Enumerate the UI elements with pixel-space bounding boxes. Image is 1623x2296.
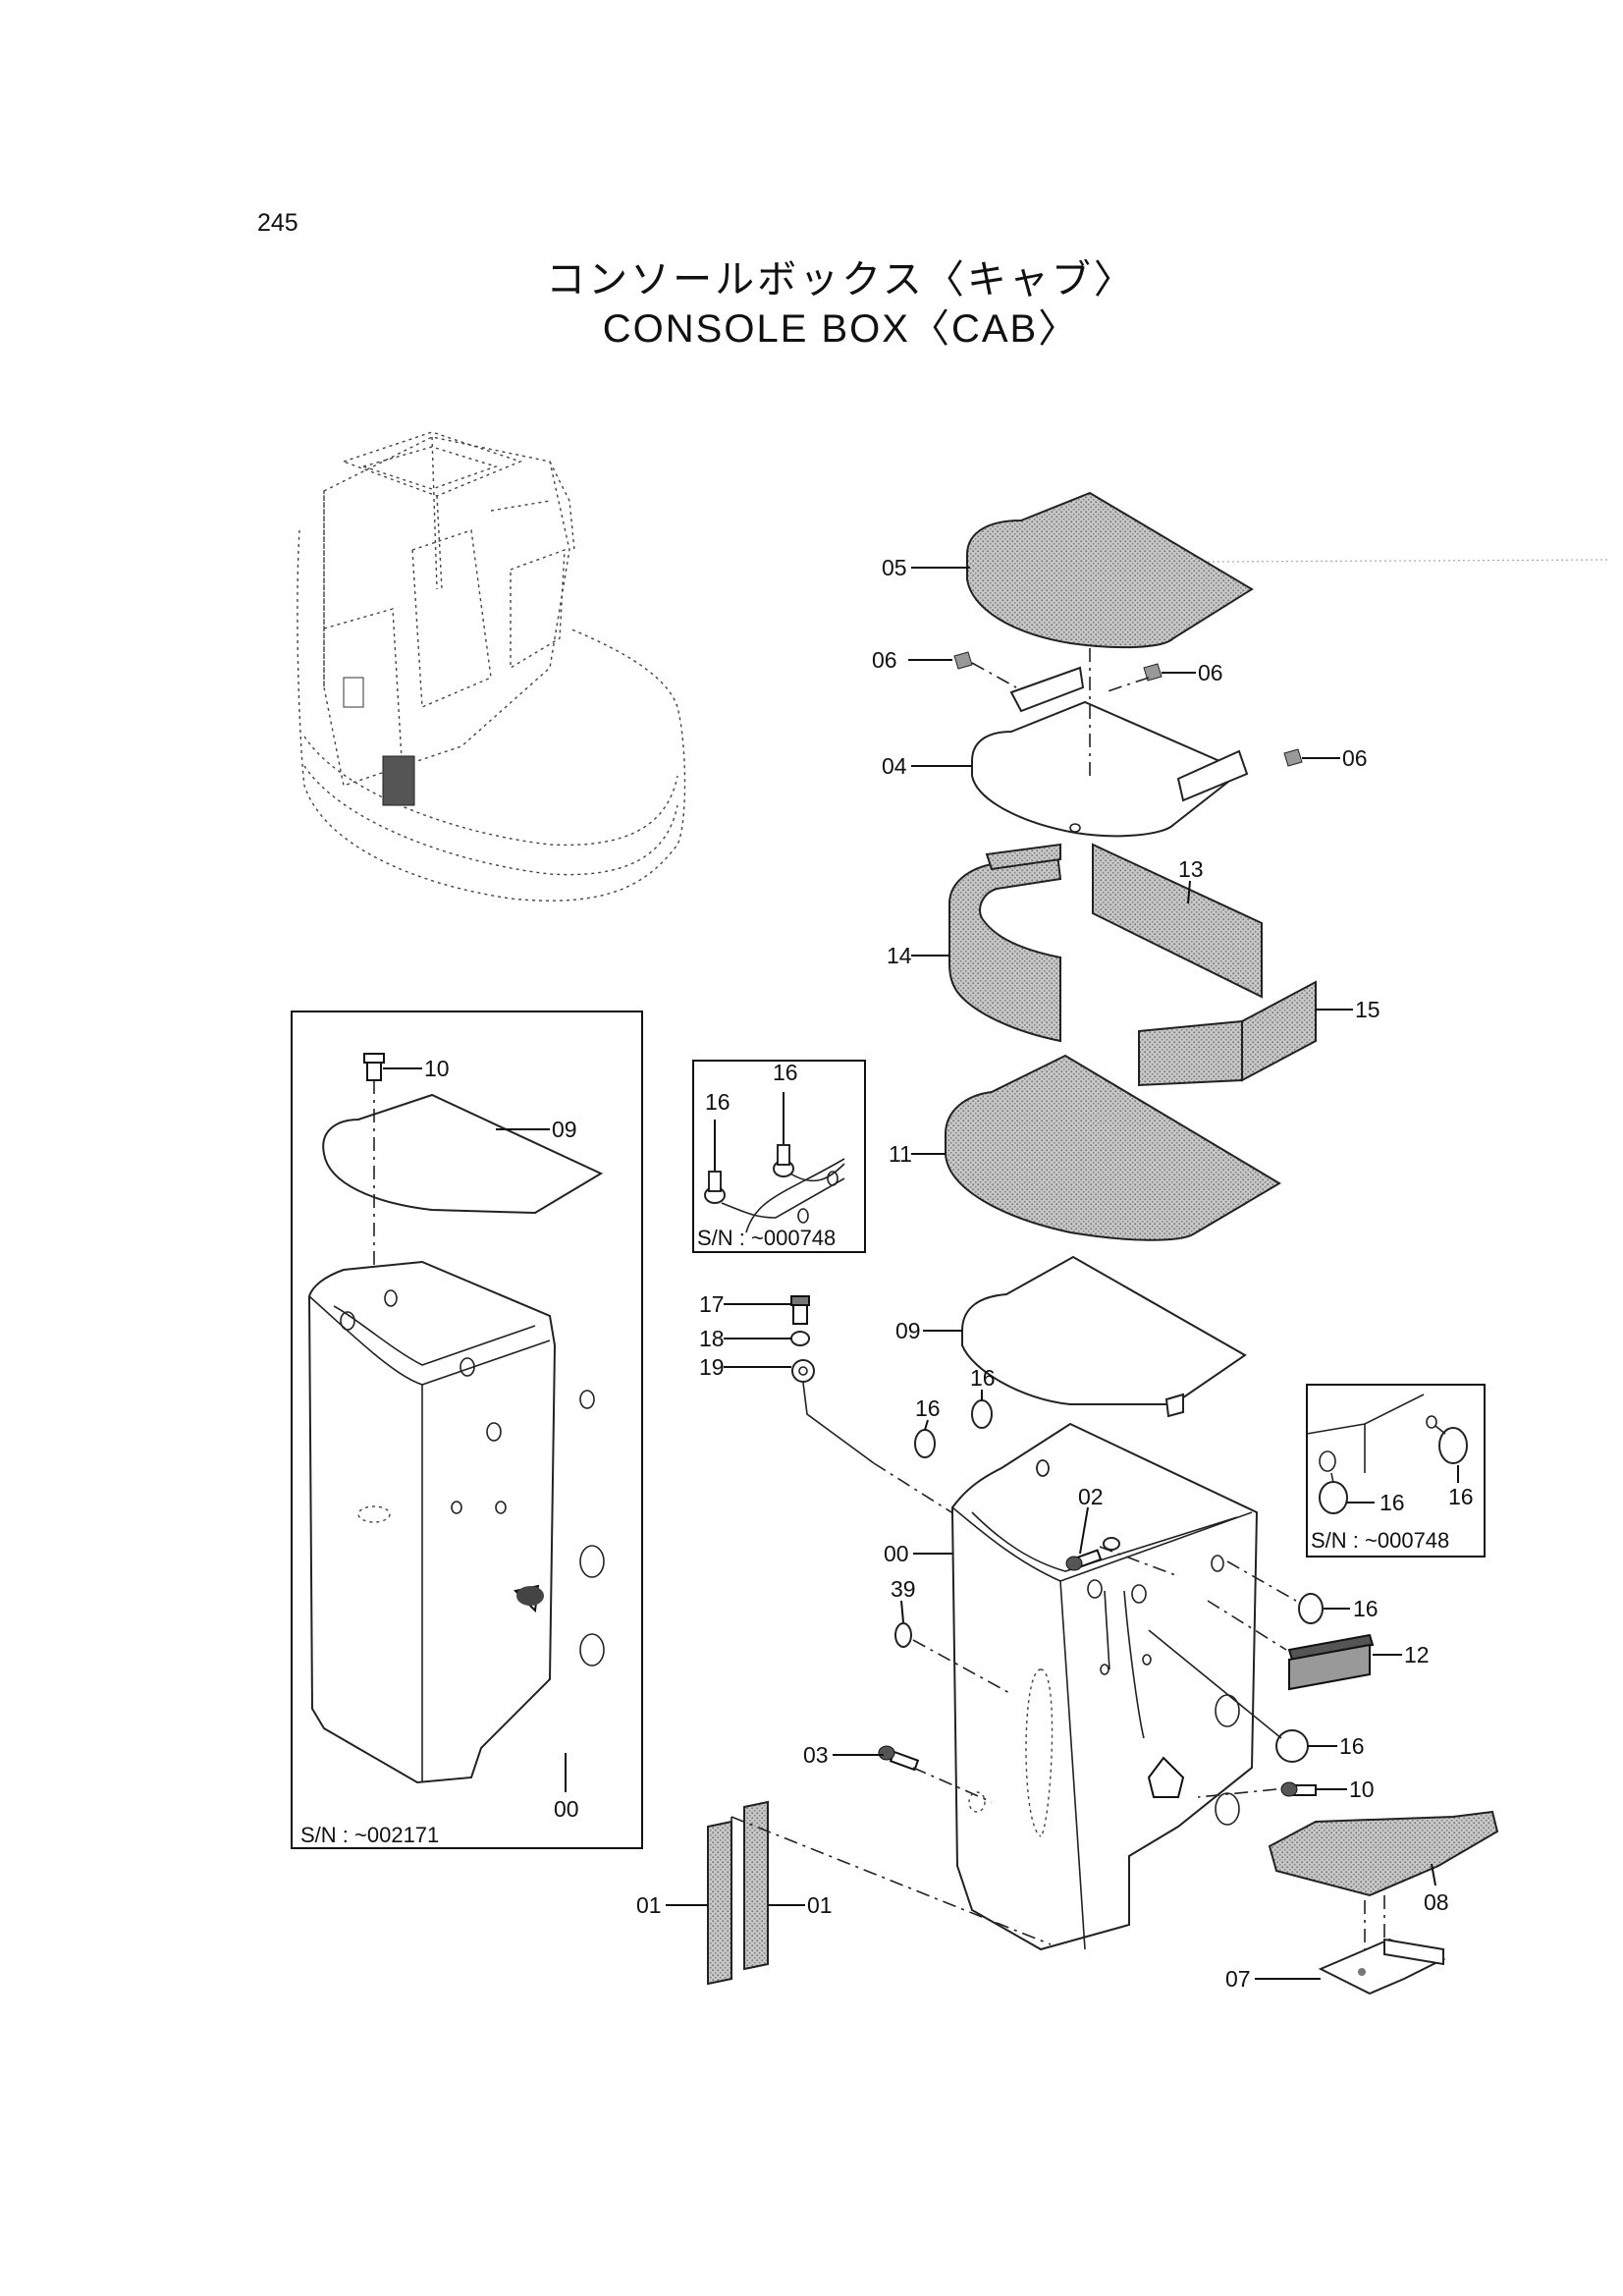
- inset-left: [291, 1011, 643, 1849]
- callout-12: 12: [1404, 1642, 1430, 1667]
- callout-02: 02: [1078, 1484, 1104, 1509]
- callout-08: 08: [1424, 1889, 1449, 1915]
- callout-06: 06: [1342, 745, 1368, 771]
- callout-01: 01: [807, 1892, 833, 1918]
- callout-06: 06: [1198, 660, 1223, 685]
- callout-09: 09: [895, 1318, 921, 1343]
- inset-right: [1306, 1384, 1486, 1558]
- callout-11: 11: [889, 1141, 912, 1167]
- callout-16: 16: [1448, 1484, 1474, 1509]
- callout-07: 07: [1225, 1966, 1251, 1992]
- callout-15: 15: [1355, 997, 1380, 1022]
- callout-10: 10: [1349, 1777, 1375, 1802]
- callout-19: 19: [699, 1354, 725, 1380]
- excavator-cab-overview: [297, 431, 686, 902]
- callout-09: 09: [552, 1117, 577, 1142]
- callout-13: 13: [1178, 856, 1204, 882]
- callout-16: 16: [1339, 1733, 1365, 1759]
- callout-16: 16: [773, 1060, 798, 1085]
- page-title-japanese: コンソールボックス〈キャブ〉: [546, 257, 1136, 302]
- page-title: CONSOLE BOX〈CAB〉: [602, 307, 1080, 351]
- serial-note-middle: S/N : ~000748: [697, 1226, 836, 1250]
- callout-16: 16: [1380, 1490, 1405, 1515]
- serial-note-right: S/N : ~000748: [1311, 1528, 1449, 1553]
- parts-stack: [707, 491, 1611, 1995]
- callout-10: 10: [424, 1056, 450, 1081]
- callout-00: 00: [554, 1796, 579, 1822]
- callout-39: 39: [891, 1576, 916, 1602]
- callout-labels: 05 06 06 06 04 13 14 15 11 10 09 00 S/N …: [300, 555, 1474, 1992]
- callout-01: 01: [636, 1892, 662, 1918]
- callout-16: 16: [915, 1395, 941, 1421]
- callout-17: 17: [699, 1291, 725, 1317]
- callout-14: 14: [887, 943, 912, 968]
- callout-04: 04: [882, 753, 907, 779]
- leader-lines: [511, 567, 1436, 1980]
- callout-06: 06: [872, 647, 897, 673]
- page-number: 245: [257, 209, 298, 237]
- inset-middle: [692, 1060, 866, 1253]
- callout-03: 03: [803, 1742, 829, 1768]
- serial-note-left: S/N : ~002171: [300, 1823, 439, 1847]
- callout-18: 18: [699, 1326, 725, 1351]
- callout-16: 16: [970, 1365, 996, 1391]
- callout-05: 05: [882, 555, 907, 580]
- callout-00: 00: [884, 1541, 909, 1566]
- callout-16: 16: [705, 1089, 730, 1115]
- callout-16: 16: [1353, 1596, 1379, 1621]
